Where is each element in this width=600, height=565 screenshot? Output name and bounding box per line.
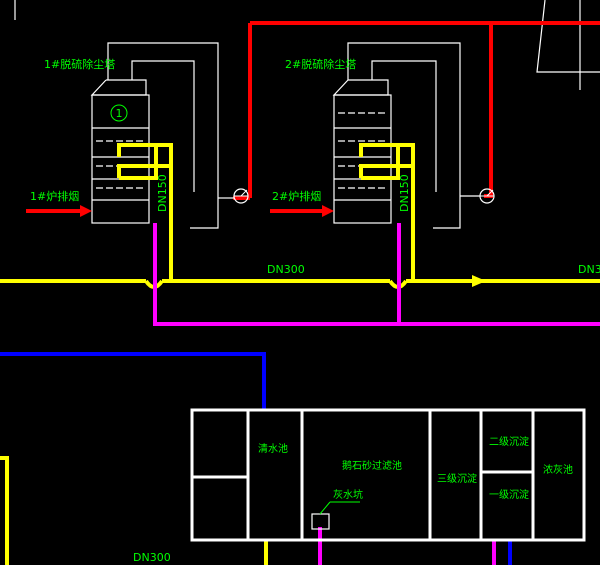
settling-3-label: 三级沉淀 [437, 472, 477, 485]
water-supply-lines [0, 143, 600, 565]
inlet-1-arrow-icon [80, 205, 92, 217]
riser-2-size: DN150 [398, 174, 411, 212]
tower-1-inlet-label: 1#炉排烟 [30, 189, 79, 203]
bottom-pipe-size: DN300 [133, 551, 171, 564]
tower-1-number: 1 [116, 107, 123, 120]
fan-2-icon [479, 188, 495, 204]
tower-2 [332, 42, 461, 229]
main-pipe-size-right: DN3 [578, 263, 600, 276]
treatment-tanks [190, 408, 586, 542]
top-right-structure [536, 0, 600, 90]
return-water-lines [153, 223, 600, 565]
tower-1-number-circle [110, 104, 128, 122]
tower-2-title: 2#脱硫除尘塔 [285, 57, 356, 71]
tank-outline [190, 408, 586, 542]
ash-pit-box [311, 513, 330, 530]
flow-arrow-icon [472, 275, 486, 287]
tower-1-title: 1#脱硫除尘塔 [44, 57, 115, 71]
thick-ash-tank-label: 浓灰池 [543, 463, 573, 476]
inlet-2-arrow-icon [322, 205, 334, 217]
clear-water-tank-label: 清水池 [258, 442, 288, 455]
riser-1-size: DN150 [156, 174, 169, 212]
ash-pit-label: 灰水坑 [333, 488, 363, 501]
settling-1-label: 一级沉淀 [489, 488, 529, 501]
settling-2-label: 二级沉淀 [489, 435, 529, 448]
fan-1-icon [233, 188, 249, 204]
gravel-filter-tank-label: 鹅石砂过滤池 [342, 459, 402, 472]
clear-water-lines [0, 352, 512, 565]
main-pipe-size: DN300 [267, 263, 305, 276]
tower-2-inlet-label: 2#炉排烟 [272, 189, 321, 203]
